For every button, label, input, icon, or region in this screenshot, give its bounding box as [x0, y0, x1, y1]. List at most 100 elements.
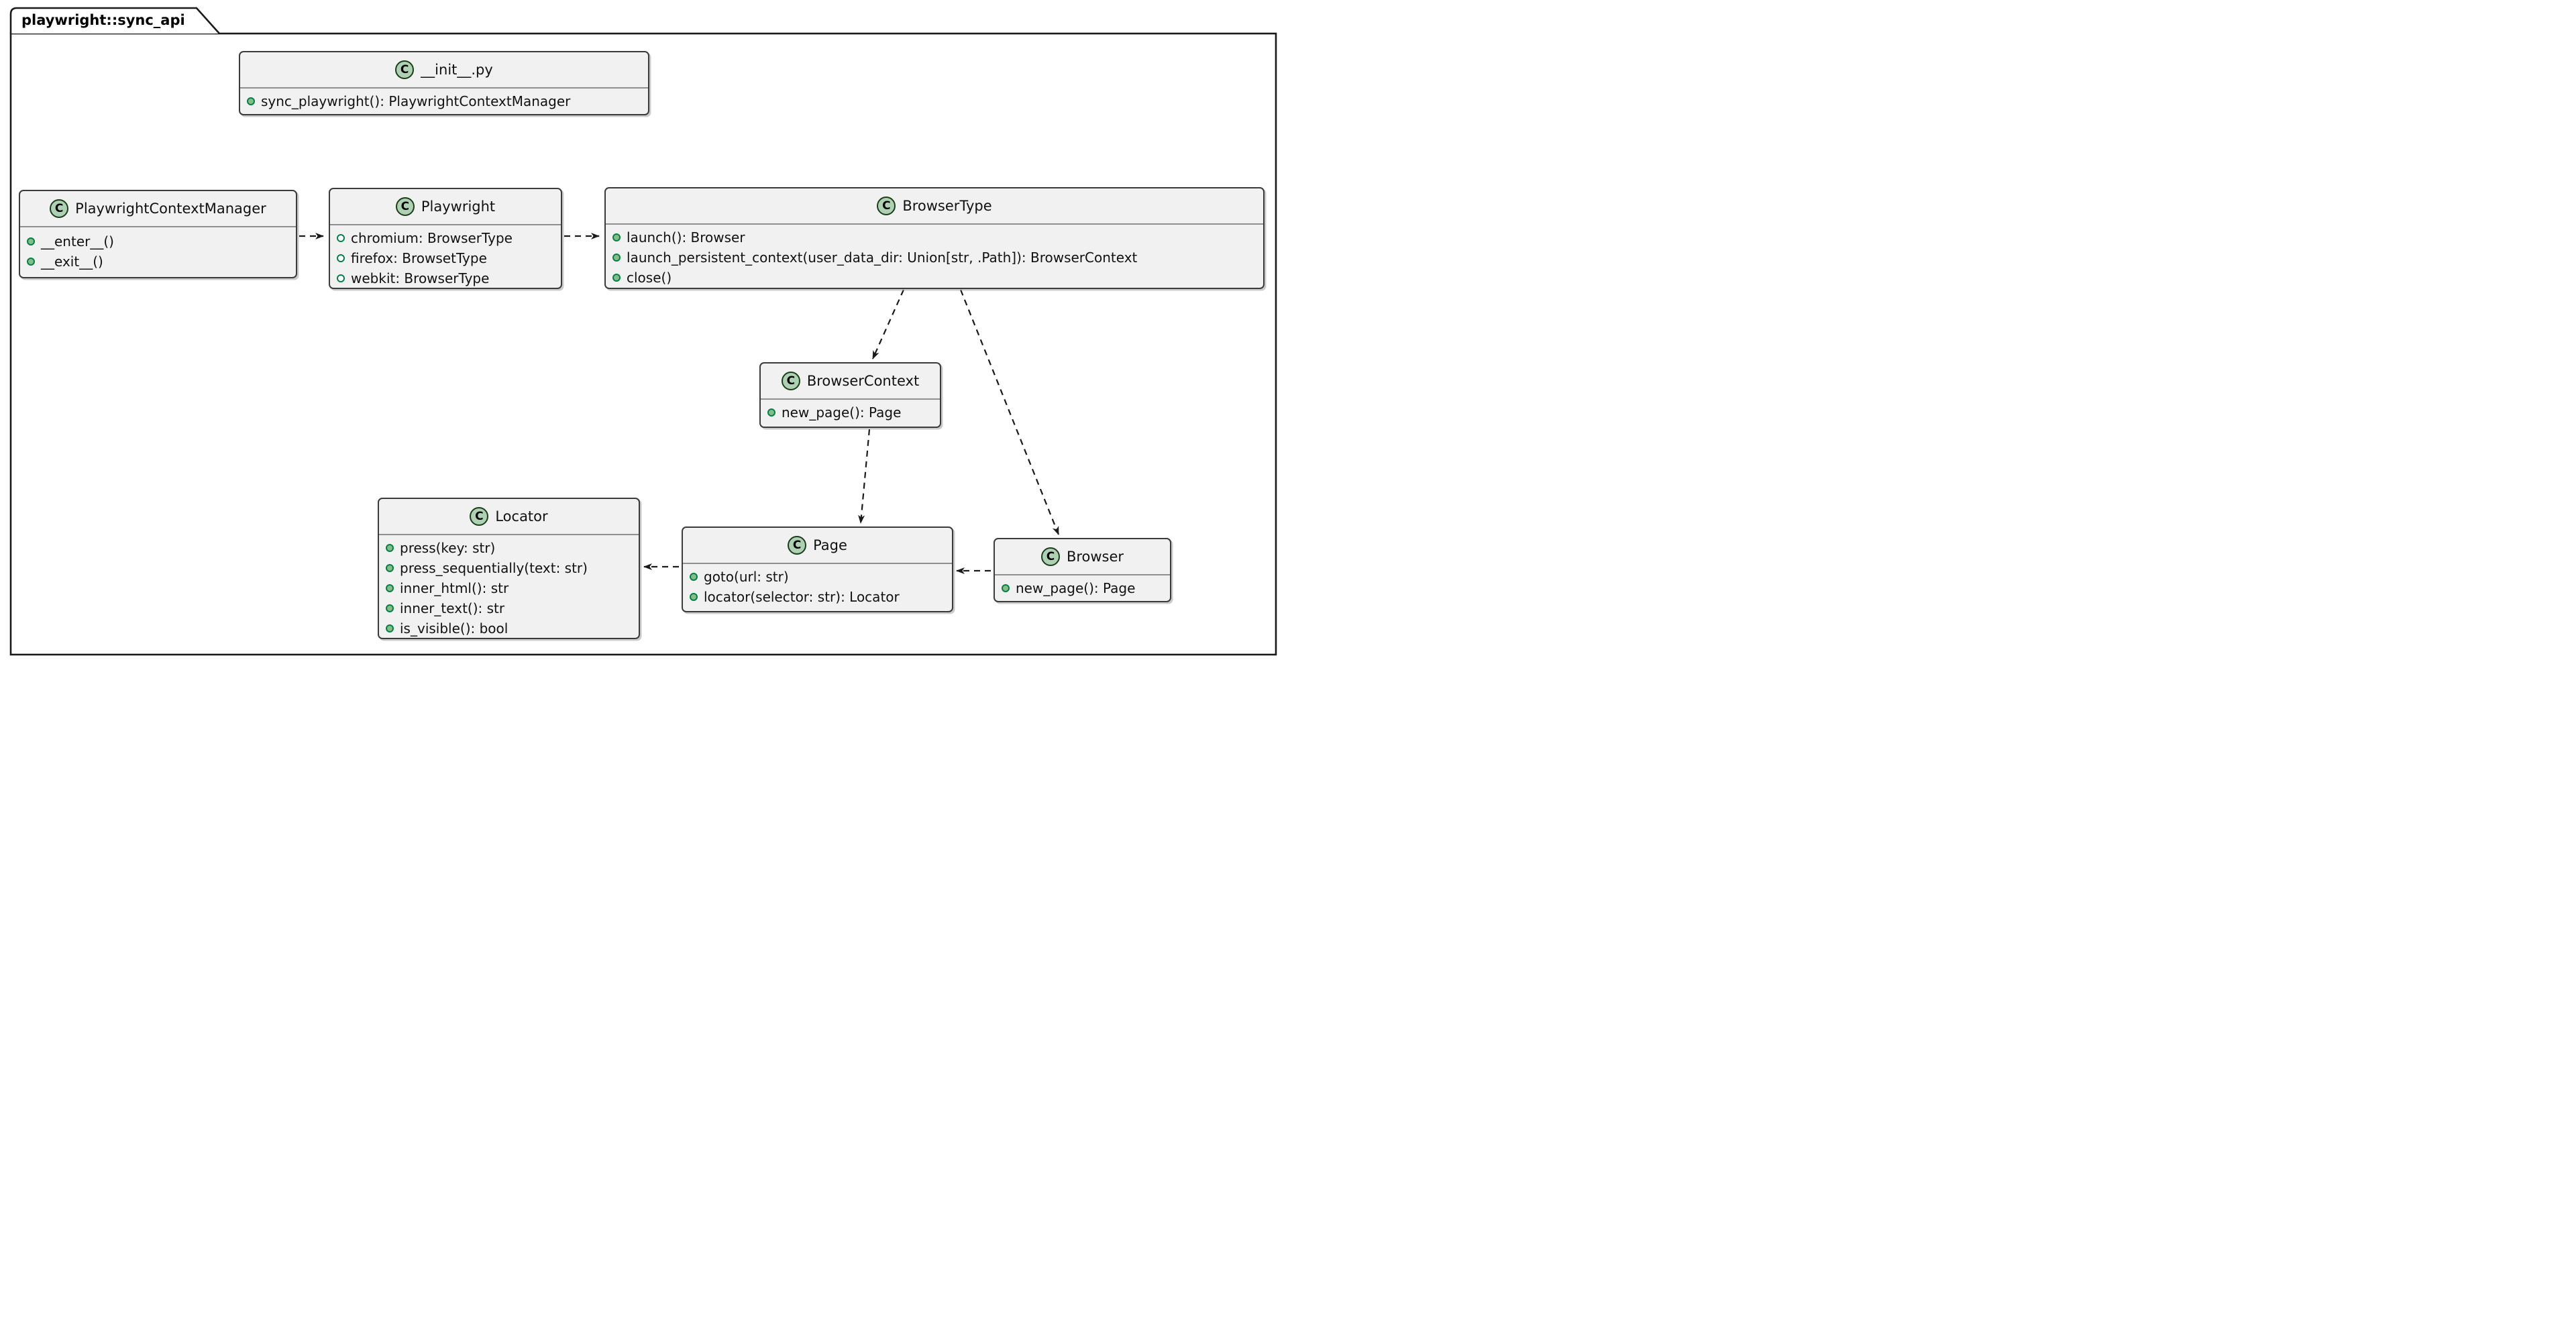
package-frame-border — [9, 32, 1277, 656]
edge-layer — [299, 233, 1060, 574]
class-member-row: inner_html(): str — [386, 578, 632, 598]
class-playwright-context-manager: C PlaywrightContextManager __enter__() __ex… — [19, 190, 297, 278]
class-member-row: launch(): Browser — [612, 227, 1256, 247]
class-circle-icon: C — [470, 507, 489, 526]
member-text: webkit: BrowserType — [351, 270, 490, 286]
class-circle-icon: C — [877, 197, 896, 215]
method-bullet-icon — [247, 97, 255, 105]
class-members: launch(): Browser launch_persistent_conte… — [606, 225, 1263, 292]
class-member-row: locator(selector: str): Locator — [690, 587, 945, 607]
class-member-row: new_page(): Page — [1002, 578, 1163, 598]
class-members: press(key: str) press_sequentially(text: … — [379, 535, 639, 643]
class-browser-context: C BrowserContext new_page(): Page — [759, 362, 941, 428]
class-member-row: chromium: BrowserType — [337, 228, 554, 248]
class-name: Page — [813, 537, 847, 553]
class-title-browser-context: C BrowserContext — [761, 364, 940, 400]
method-bullet-icon — [386, 564, 394, 572]
class-title-browser: C Browser — [995, 539, 1170, 575]
member-text: inner_text(): str — [400, 600, 505, 616]
member-text: locator(selector: str): Locator — [704, 589, 900, 605]
member-text: press(key: str) — [400, 540, 496, 556]
class-member-row: press(key: str) — [386, 538, 632, 558]
class-name: __init__.py — [421, 62, 493, 78]
class-members: goto(url: str) locator(selector: str): Lo… — [683, 564, 952, 611]
field-bullet-icon — [337, 234, 345, 242]
class-member-row: press_sequentially(text: str) — [386, 558, 632, 578]
method-bullet-icon — [386, 584, 394, 592]
class-circle-icon: C — [50, 199, 69, 218]
method-bullet-icon — [27, 237, 35, 245]
class-name: BrowserType — [902, 198, 992, 214]
class-name: Playwright — [421, 199, 496, 215]
diagram-overlay — [9, 7, 1277, 656]
class-title-playwright-context-manager: C PlaywrightContextManager — [20, 191, 296, 227]
class-circle-icon: C — [395, 60, 415, 79]
class-circle-icon: C — [395, 197, 415, 216]
method-bullet-icon — [1002, 584, 1010, 592]
member-text: goto(url: str) — [704, 569, 789, 585]
class-playwright: C Playwright chromium: BrowserType firefox:… — [329, 188, 562, 289]
class-member-row: __exit__() — [27, 252, 289, 272]
member-text: sync_playwright(): PlaywrightContextMana… — [261, 93, 571, 109]
class-circle-icon: C — [781, 372, 800, 390]
method-bullet-icon — [612, 233, 621, 241]
class-members: __enter__() __exit__() — [20, 227, 296, 277]
member-text: launch(): Browser — [627, 229, 745, 245]
class-init-py: C __init__.py sync_playwright(): Playwrigh… — [239, 51, 649, 115]
class-name: Browser — [1066, 549, 1124, 565]
method-bullet-icon — [386, 604, 394, 612]
method-bullet-icon — [386, 544, 394, 552]
class-member-row: inner_text(): str — [386, 598, 632, 618]
class-locator: C Locator press(key: str) press_sequentiall… — [378, 498, 640, 639]
method-bullet-icon — [27, 258, 35, 266]
method-bullet-icon — [612, 274, 621, 282]
class-member-row: new_page(): Page — [767, 402, 933, 423]
class-member-row: launch_persistent_context(user_data_dir:… — [612, 247, 1256, 268]
class-member-row: __enter__() — [27, 231, 289, 252]
class-title-playwright: C Playwright — [330, 189, 561, 225]
member-text: chromium: BrowserType — [351, 230, 513, 246]
class-browser: C Browser new_page(): Page — [994, 538, 1171, 602]
method-bullet-icon — [767, 408, 775, 417]
class-member-row: is_visible(): bool — [386, 618, 632, 639]
method-bullet-icon — [690, 573, 698, 581]
class-title-browser-type: C BrowserType — [606, 188, 1263, 225]
field-bullet-icon — [337, 254, 345, 262]
class-member-row: close() — [612, 268, 1256, 288]
class-title-init-py: C __init__.py — [240, 52, 648, 89]
field-bullet-icon — [337, 274, 345, 282]
class-title-page: C Page — [683, 528, 952, 564]
method-bullet-icon — [612, 254, 621, 262]
class-member-row: webkit: BrowserType — [337, 268, 554, 288]
class-members: new_page(): Page — [761, 400, 940, 427]
member-text: close() — [627, 270, 672, 286]
class-browser-type: C BrowserType launch(): Browser launch_pers… — [604, 187, 1265, 289]
member-text: __exit__() — [41, 254, 103, 270]
member-text: __enter__() — [41, 233, 114, 249]
edge-browser-type-to-browser-context — [871, 289, 905, 359]
method-bullet-icon — [690, 593, 698, 601]
edge-browser-context-to-page — [858, 429, 871, 524]
class-circle-icon: C — [788, 536, 807, 555]
package-frame-tab — [9, 7, 220, 34]
class-title-locator: C Locator — [379, 499, 639, 535]
member-text: is_visible(): bool — [400, 620, 508, 636]
class-circle-icon: C — [1040, 547, 1060, 566]
member-text: firefox: BrowsetType — [351, 250, 487, 266]
class-name: BrowserContext — [806, 373, 920, 389]
member-text: press_sequentially(text: str) — [400, 560, 588, 576]
class-member-row: sync_playwright(): PlaywrightContextMana… — [247, 91, 641, 111]
class-name: PlaywrightContextManager — [75, 201, 266, 217]
member-text: new_page(): Page — [1016, 580, 1136, 596]
class-page: C Page goto(url: str) locator(selector: str… — [682, 526, 953, 612]
class-name: Locator — [495, 508, 548, 524]
class-member-row: goto(url: str) — [690, 567, 945, 587]
member-text: launch_persistent_context(user_data_dir:… — [627, 249, 1138, 266]
class-members: sync_playwright(): PlaywrightContextMana… — [240, 89, 648, 115]
method-bullet-icon — [386, 624, 394, 632]
class-member-row: firefox: BrowsetType — [337, 248, 554, 268]
package-frame-label: playwright::sync_api — [21, 12, 185, 28]
edge-browser-type-to-browser — [959, 289, 1060, 535]
member-text: inner_html(): str — [400, 580, 509, 596]
